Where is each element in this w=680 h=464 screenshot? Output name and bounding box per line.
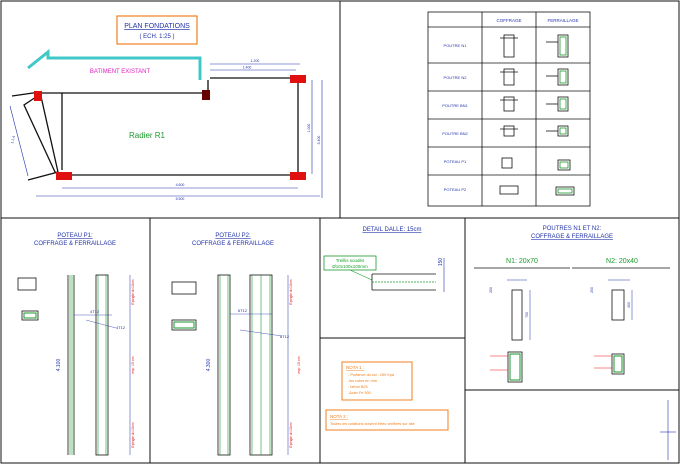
dim-label: 1.000	[307, 124, 311, 133]
detail-dalle-panel: DETAIL DALLE: 15cm Treillis soudés Ø10x1…	[323, 227, 445, 292]
dim-label: 1.200	[251, 59, 260, 63]
poteau-p2-subtitle: COFFRAGE & FERRAILLAGE	[192, 241, 274, 247]
p1-height: 4.100	[56, 359, 62, 372]
dalle-thickness: 150	[438, 258, 444, 267]
n2-section-coffrage	[611, 289, 625, 321]
poteau-p2-title: POTEAU P2:	[215, 233, 251, 239]
dalle-title: DETAIL DALLE: 15cm	[362, 227, 421, 233]
nota-1-line: -Acier Fe 500	[348, 391, 371, 395]
poutres-panel: POUTRES N1 ET N2: COFFRAGE & FERRAILLAGE…	[474, 226, 670, 383]
n2-height: 400	[627, 302, 631, 308]
dalle-mesh-spec: Ø10x100x100mm	[332, 264, 368, 269]
p2-ties	[219, 275, 271, 455]
plan-columns	[34, 75, 306, 180]
ferraillage-sketches	[546, 34, 575, 196]
p1-section-coffrage	[17, 277, 37, 291]
plan-scale: ( ECH. 1:25 )	[139, 34, 174, 40]
p2-section-coffrage	[171, 281, 197, 295]
poutre-n1-label: N1: 20x70	[506, 258, 538, 265]
existing-building-wall	[27, 48, 202, 80]
n1-height: 700	[525, 312, 529, 318]
poteau-p1-subtitle: COFFRAGE & FERRAILLAGE	[34, 241, 116, 247]
p1-tie-label: Epingle d=10cm	[131, 422, 135, 447]
nota-1-line: - béton B25	[348, 385, 368, 389]
poteau-p2-panel: POTEAU P2: COFFRAGE & FERRAILLAGE 4.300 …	[171, 233, 301, 456]
dim-label: 1.1.4	[10, 135, 16, 144]
poutres-subtitle: COFFRAGE & FERRAILLAGE	[531, 234, 613, 240]
p1-elevation-right	[95, 274, 109, 456]
p2-bar-label: 6T12	[238, 308, 248, 313]
poutre-n2-label: N2: 20x40	[606, 258, 638, 265]
title-block-marks	[660, 400, 676, 460]
n2-section-ferraillage	[611, 353, 625, 375]
nota-2-title: NOTA 2 :	[330, 414, 348, 419]
p2-tie-label: esp: 15 cm	[297, 356, 301, 373]
poteau-p1-panel: POTEAU P1: COFFRAGE & FERRAILLAGE 4.100 …	[17, 233, 135, 456]
coffrage-sketches	[499, 34, 519, 195]
p2-elevation-left	[217, 274, 231, 456]
p1-ties	[69, 275, 107, 455]
p2-tie-label: Epingle d=10cm	[289, 422, 293, 447]
schedule-table: COFFRAGE FERRAILLAGE POUTRE N1 POUTRE N2…	[427, 11, 591, 207]
poteau-p1-title: POTEAU P1:	[57, 233, 93, 239]
p2-tie-label: Epingle d=10cm	[289, 279, 293, 304]
column-mark	[56, 172, 72, 180]
column-mark	[290, 172, 306, 180]
existing-building-label: BATIMENT EXISTANT	[90, 69, 151, 75]
schedule-row-label: POUTRE BN1	[442, 103, 468, 108]
schedule-header-coffrage: COFFRAGE	[496, 18, 521, 23]
slab-outline	[11, 77, 299, 181]
column-mark	[34, 91, 42, 101]
n1-width: 200	[489, 287, 493, 293]
dim-label: 4.600	[176, 183, 185, 187]
nota-1-line: -les cotes en mm	[348, 379, 377, 383]
p1-bar-label: 4T12	[90, 309, 100, 314]
schedule-header-ferraillage: FERRAILLAGE	[547, 18, 578, 23]
plan-title-box	[116, 15, 198, 45]
n1-section-ferraillage	[507, 351, 523, 383]
dim-label: 1.400	[243, 66, 252, 70]
dalle-mesh: Treillis soudés	[336, 258, 365, 263]
schedule-row-label: POTEAU P1	[444, 159, 467, 164]
p2-height: 4.300	[206, 359, 212, 372]
schedule-row-label: POUTRE N1	[444, 43, 468, 48]
dim-label: 5.400	[317, 136, 321, 145]
slab-label: Radier R1	[129, 131, 166, 140]
p2-bar-label: 6T12	[280, 334, 290, 339]
p1-section-ferraillage	[21, 310, 39, 321]
p1-tie-label: esp: 15 cm	[131, 356, 135, 373]
nota-1-title: NOTA 1 :	[346, 365, 364, 370]
schedule-row-label: POUTRE N2	[444, 75, 468, 80]
nota-1: NOTA 1 : - Portance du sol : 250 Kpa -le…	[341, 361, 413, 401]
n2-width: 200	[590, 287, 594, 293]
nota-1-line: - Portance du sol : 250 Kpa	[348, 373, 395, 377]
p1-tie-label: Epingle d=10cm	[131, 279, 135, 304]
nota-2-line: Toutes les cotations doivent êtres verif…	[330, 422, 415, 426]
dim-label: 5.500	[176, 197, 185, 201]
dalle-section	[371, 273, 436, 291]
plan-fondations-panel: PLAN FONDATIONS ( ECH. 1:25 ) BATIMENT E…	[9, 15, 323, 201]
schedule-row-label: POUTRE BN2	[442, 131, 468, 136]
nota-2: NOTA 2 : Toutes les cotations doivent êt…	[325, 409, 449, 431]
poutres-title: POUTRES N1 ET N2:	[543, 226, 602, 232]
p1-bar-label: 4T12	[116, 325, 126, 330]
plan-title: PLAN FONDATIONS	[124, 23, 190, 30]
column-mark	[290, 75, 306, 83]
schedule-row-label: POTEAU P2	[444, 187, 467, 192]
column-mark	[202, 90, 210, 100]
plan-dimensions	[9, 63, 323, 198]
p2-section-ferraillage	[171, 319, 197, 331]
n1-section-coffrage	[511, 289, 523, 341]
